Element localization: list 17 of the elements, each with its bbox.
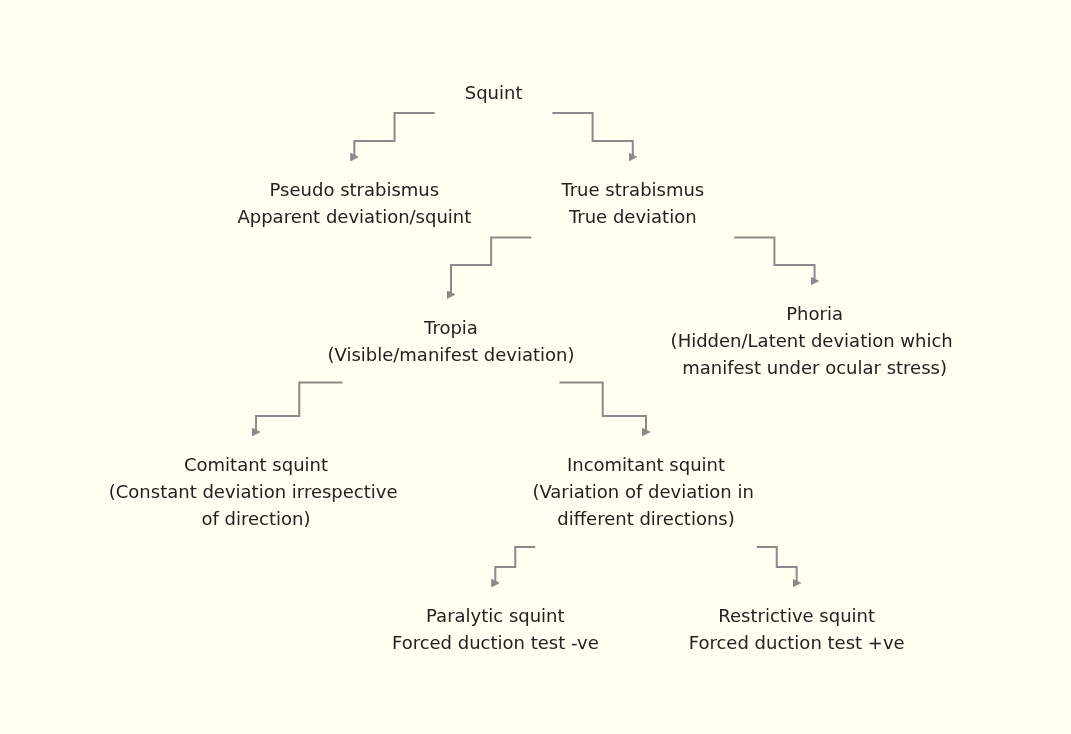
arrow [558, 381, 651, 436]
arrow [733, 236, 820, 285]
arrow [251, 381, 344, 436]
node-text: True strabismus True deviation [561, 178, 705, 227]
node-text: Restrictive squint Forced duction test +ve [688, 604, 905, 653]
node-text: Comitant squint (Constant deviation irrespective of direction) [108, 453, 398, 529]
arrow [756, 545, 802, 587]
arrow [350, 111, 436, 161]
arrow [491, 545, 537, 587]
arrow [551, 111, 638, 161]
node-text: Incomitant squint (Variation of deviation in different directions) [532, 453, 755, 529]
node-text: Paralytic squint Forced duction test -ve [392, 604, 599, 653]
node-text: Tropia (Visible/manifest deviation) [327, 316, 575, 364]
node-text: Pseudo strabismus Apparent deviation/squint [237, 178, 472, 227]
node-text: Phoria (Hidden/Latent deviation which manifest under ocular stress) [670, 302, 953, 378]
node-text: Squint [464, 81, 523, 103]
arrow [446, 236, 533, 299]
